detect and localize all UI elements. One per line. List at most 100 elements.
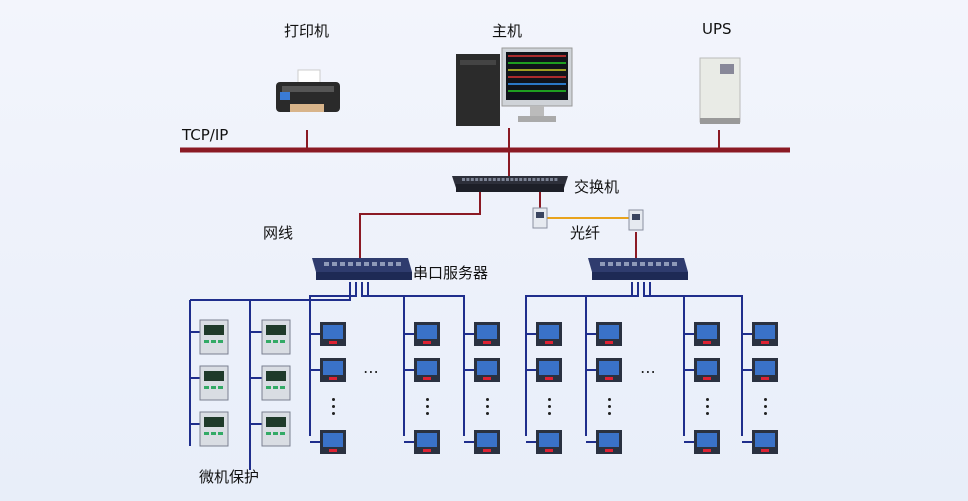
power-meter-icon [752,430,778,454]
serial-port [600,262,605,266]
serial-port [664,262,669,266]
network-cable-label: 网线 [263,224,294,242]
printer-paper [297,69,321,85]
serial-port [340,262,345,266]
host-screen [506,52,568,100]
meter-display [477,325,497,339]
printer-output-paper [290,104,324,112]
relay-led [273,432,278,435]
vertical-ellipsis [706,398,709,419]
rs485-relay-bus [249,282,351,470]
vertical-ellipsis [764,398,767,419]
power-meter-icon [536,358,562,382]
switch-port [532,178,536,181]
meter-led [329,449,337,452]
meter-display [599,325,619,339]
vertical-ellipsis [548,398,551,419]
relay-led [280,340,285,343]
printer-icon [276,69,340,112]
relay-lcd [266,417,286,427]
meter-display [323,325,343,339]
power-meter-icon [536,322,562,346]
host-tower [456,54,500,126]
vertical-ellipsis [486,398,489,419]
serial-port [624,262,629,266]
meter-led [761,341,769,344]
ellipsis-left: ⋯ [363,362,382,381]
relay-led [218,432,223,435]
relay-led [211,340,216,343]
power-meter-icon [320,430,346,454]
vertical-ellipsis [426,398,429,419]
serial-port [640,262,645,266]
serial-port [608,262,613,266]
ups-base [700,118,740,124]
switch-port [484,178,487,181]
host-label: 主机 [492,22,523,40]
host-drive [460,60,496,65]
serial-port [348,262,353,266]
serial-top [588,258,688,272]
power-meter-icon [474,322,500,346]
protection-relay-icon [199,411,229,447]
rs485-col-5 [585,282,639,436]
serial-server-label: 串口服务器 [413,264,489,282]
switch-port [541,178,545,181]
rs485-col-6 [643,282,685,436]
relay-led [273,340,278,343]
serial-server-left-icon [312,258,412,280]
printer-label: 打印机 [284,22,330,40]
protection-relay-icon [261,319,291,355]
meter-display [417,325,437,339]
converter-port [536,212,544,218]
vertical-ellipsis [608,398,611,419]
meter-display [697,433,717,447]
serial-port [672,262,677,266]
host-stand [530,106,544,116]
meter-display [323,361,343,375]
switch-port [554,178,558,181]
meter-led [605,341,613,344]
switch-port [488,178,492,181]
meter-led [703,449,711,452]
meter-display [417,361,437,375]
serial-port [372,262,377,266]
meter-led [545,449,553,452]
switch-front [456,184,564,192]
meter-display [539,361,559,375]
serial-port [356,262,361,266]
serial-port [332,262,337,266]
rs485-col-4 [525,282,633,436]
meter-led [483,449,491,452]
switch-port [497,178,501,181]
fiber-converter-icon [628,209,644,231]
meter-display [539,325,559,339]
meter-led [329,377,337,380]
power-meter-icon [694,430,720,454]
meter-led [423,377,431,380]
relay-led [266,432,271,435]
power-meter-icon [694,322,720,346]
meter-display [599,433,619,447]
switch-port [545,178,549,181]
relay-led [266,340,271,343]
switch-port [479,178,483,181]
power-meter-icon [414,322,440,346]
meter-display [755,361,775,375]
meter-led [605,377,613,380]
power-meter-icon [474,430,500,454]
rs485-col-1 [309,282,357,436]
power-meter-icon [694,358,720,382]
switch-port [514,178,518,181]
meter-led [761,377,769,380]
switch-port [510,178,514,181]
serial-port [396,262,401,266]
power-meter-icon [752,322,778,346]
power-meter-icon [596,358,622,382]
ellipsis-right: ⋯ [640,362,659,381]
relay-led [204,340,209,343]
relay-led [204,432,209,435]
switch-port [462,178,465,181]
